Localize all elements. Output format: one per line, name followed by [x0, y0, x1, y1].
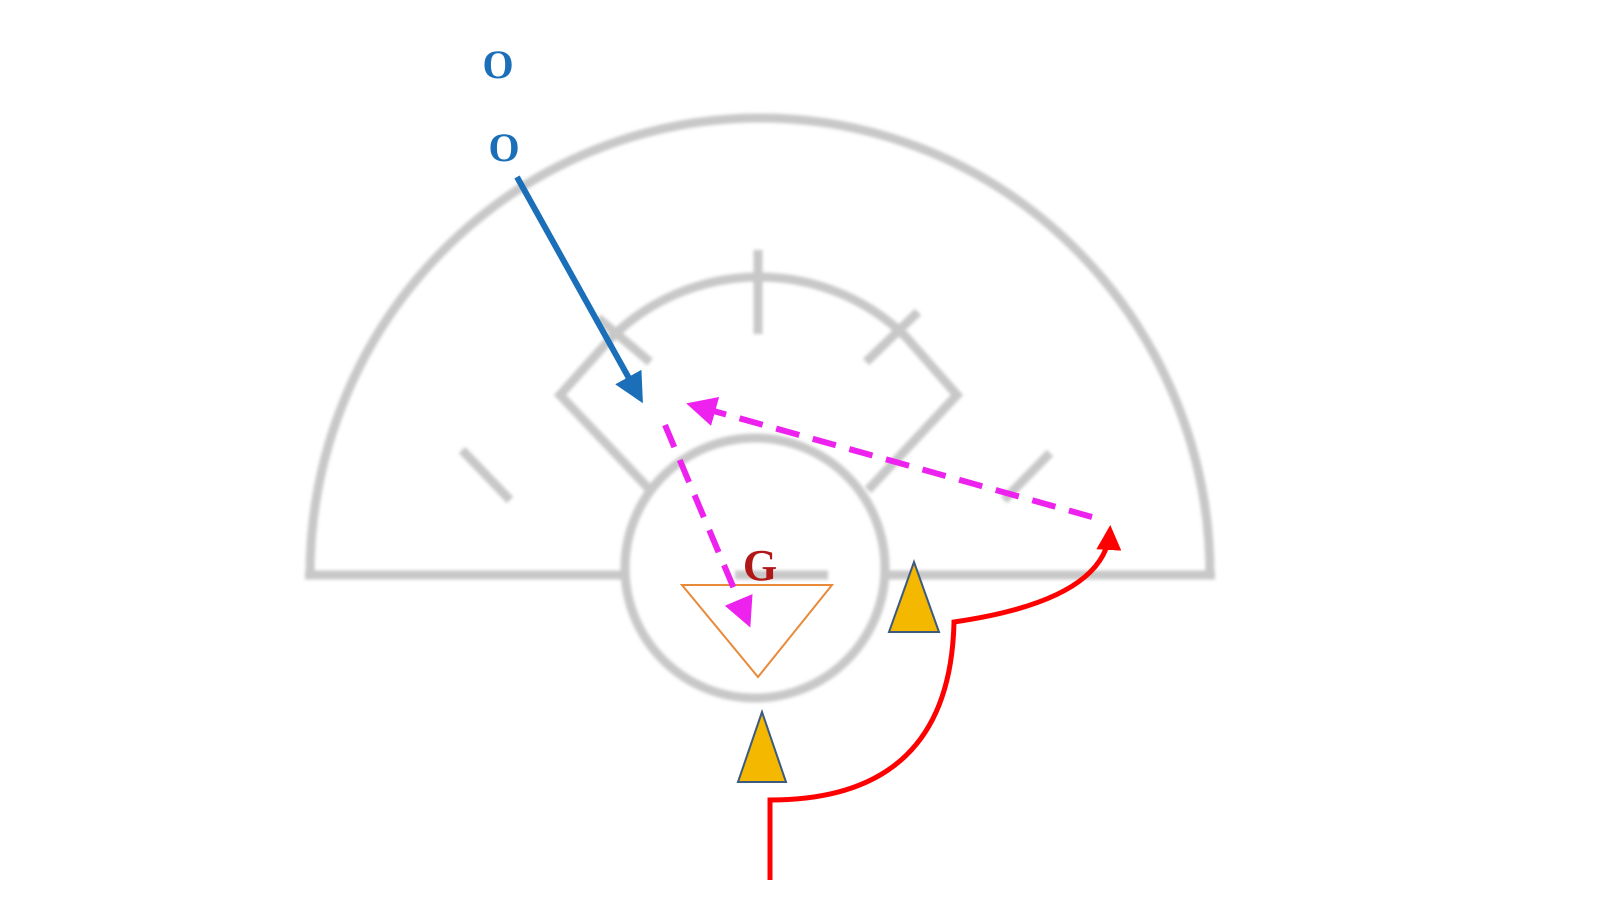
player-o-bottom-label: O — [488, 125, 519, 170]
cone-icon — [736, 708, 788, 783]
center-circle — [620, 433, 890, 703]
tick-upper-left — [595, 314, 653, 366]
tick-upper-right — [862, 308, 922, 366]
goal-marker-label: G — [743, 541, 777, 590]
tick-lower-left — [458, 446, 514, 504]
pass-arrow-long — [686, 397, 1093, 520]
player-o-top-label: O — [482, 42, 513, 87]
court-lines — [305, 113, 1215, 703]
pass-arrow-short — [662, 423, 753, 628]
outer-arc — [305, 113, 1215, 576]
cone-icon — [887, 559, 941, 633]
player-run-arrow — [514, 175, 643, 404]
cut-path-arrow — [767, 525, 1122, 880]
goal-triangle-icon — [679, 584, 835, 679]
